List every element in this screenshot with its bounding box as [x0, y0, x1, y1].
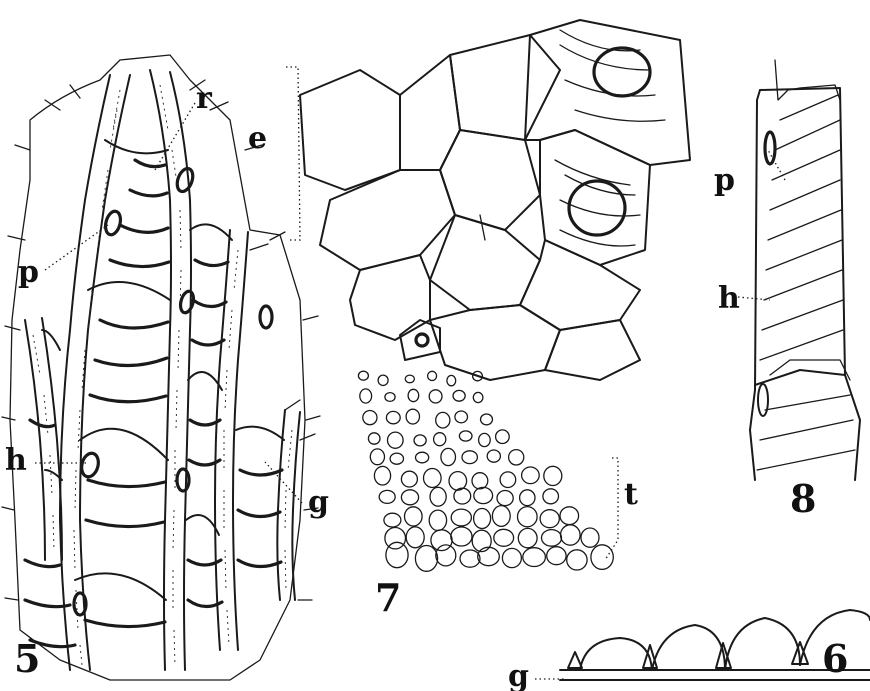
tubercle [414, 435, 426, 446]
tubercle [390, 453, 403, 464]
fig7-large-pores [480, 48, 650, 240]
fig7-polygonal-cells [300, 20, 690, 380]
tubercle [481, 414, 493, 425]
tubercle [497, 491, 513, 506]
tubercle [478, 547, 500, 565]
tubercle [408, 389, 419, 401]
tubercle [401, 490, 418, 505]
tubercle [500, 472, 516, 488]
tubercle [502, 548, 521, 567]
tubercle [370, 449, 384, 465]
tubercle [441, 448, 456, 465]
tubercle [406, 527, 424, 548]
tubercle [473, 392, 483, 402]
tubercle [459, 431, 472, 441]
tubercle [431, 530, 452, 551]
tubercle [406, 409, 419, 424]
tubercle [492, 506, 510, 527]
label-e-fig7: e [248, 121, 267, 156]
tubercle [567, 550, 587, 570]
tubercle [581, 528, 599, 547]
label-p-fig8: p [714, 163, 735, 198]
tubercle [436, 412, 450, 428]
label-p-fig5: p [18, 255, 39, 290]
tubercle [360, 389, 372, 403]
tubercle [454, 488, 471, 504]
tubercle [509, 450, 524, 465]
figure-number-5: 5 [14, 636, 40, 681]
tubercle [472, 473, 488, 489]
figure-8-drawing [750, 60, 860, 480]
label-r-fig5: r [196, 81, 213, 116]
tubercle [494, 529, 514, 546]
fig7-tubercles [358, 371, 613, 571]
tubercle [451, 527, 472, 546]
label-h-fig5: h [5, 443, 27, 478]
tubercle [479, 433, 491, 446]
figure-5-drawing [2, 55, 320, 680]
tubercle [561, 525, 581, 545]
tubercle [518, 507, 538, 527]
tubercle [472, 530, 491, 551]
tubercle [451, 509, 471, 526]
label-t-fig7: t [624, 477, 638, 512]
tubercle [487, 450, 500, 462]
tubercle [542, 530, 562, 547]
tubercle [449, 472, 467, 491]
tubercle [474, 487, 493, 503]
tubercle [378, 375, 388, 385]
tubercle [363, 411, 377, 425]
tubercle [386, 542, 408, 567]
fig6-granular-cells [568, 642, 808, 668]
tubercle [424, 469, 442, 488]
tubercle [560, 507, 579, 525]
tubercle [388, 432, 404, 448]
tubercle [385, 393, 395, 402]
tubercle [520, 490, 535, 506]
fig5-tubular-cells [25, 70, 300, 670]
tubercle [523, 548, 546, 567]
figure-number-7: 7 [375, 575, 401, 620]
label-g-fig6: g [508, 659, 529, 691]
tubercle [496, 430, 510, 444]
tubercle [379, 490, 395, 503]
tubercle [385, 528, 406, 549]
tubercle [405, 375, 414, 383]
tubercle [368, 433, 380, 444]
tubercle [518, 528, 537, 547]
tubercle [522, 467, 540, 484]
tubercle [429, 390, 442, 403]
tubercle [430, 487, 446, 506]
tubercle [543, 489, 559, 504]
tubercle [401, 471, 417, 487]
tubercle [416, 452, 429, 463]
tubercle [474, 509, 491, 529]
labels: r p h g e t p h g 5 7 8 6 [5, 81, 848, 691]
tubercle [544, 466, 562, 485]
fig5-network [42, 140, 284, 600]
tubercle [428, 371, 437, 380]
tubercle [460, 550, 480, 567]
tubercle [591, 545, 613, 570]
tubercle [434, 433, 446, 446]
tubercle [415, 546, 437, 572]
tubercle [386, 411, 400, 423]
tubercle [429, 510, 446, 530]
tubercle [447, 375, 456, 385]
tubercle [540, 510, 559, 528]
tubercle [405, 507, 423, 526]
tubercle [436, 545, 456, 566]
tubercle [374, 466, 390, 485]
tubercle [462, 451, 477, 464]
label-h-fig8: h [718, 281, 740, 316]
figure-number-8: 8 [790, 476, 816, 521]
tubercle [547, 547, 566, 565]
tubercle [453, 390, 465, 401]
figure-number-6: 6 [822, 636, 848, 681]
tubercle [455, 411, 468, 423]
tubercle [358, 371, 368, 380]
tubercle [384, 513, 401, 527]
label-g-fig5: g [308, 485, 329, 520]
